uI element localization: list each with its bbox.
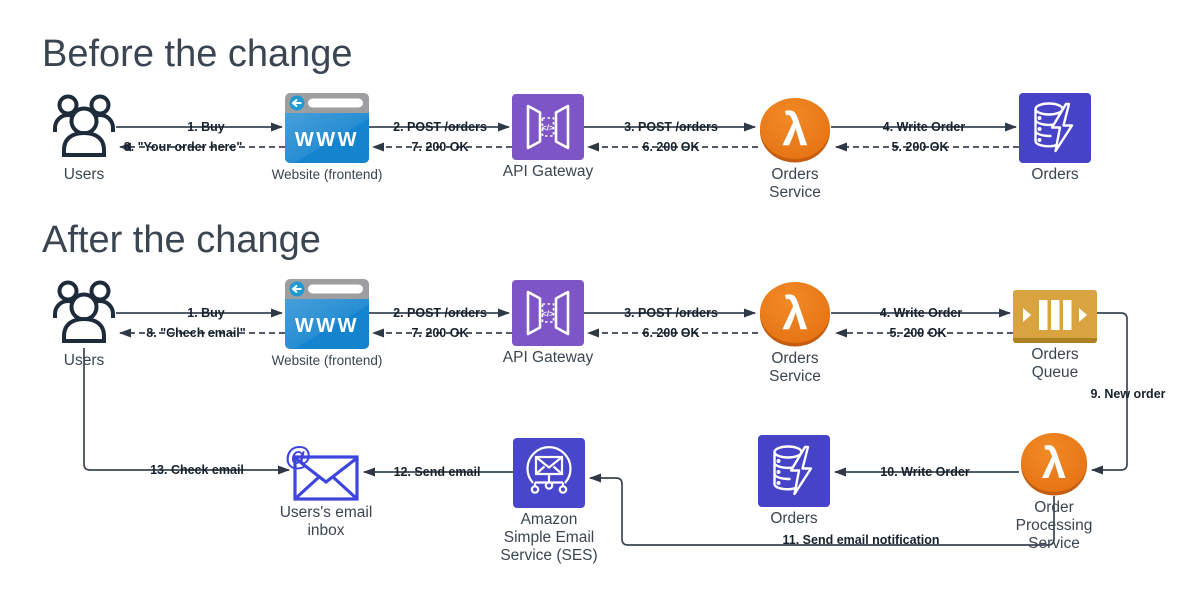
browser-icon: WWW — [285, 279, 369, 349]
node-orders-db-before: Orders — [1015, 93, 1095, 184]
node-orders-queue: Orders Queue — [1013, 290, 1097, 382]
node-api-gateway-before: </> API Gateway — [503, 94, 593, 181]
node-users-after: Users — [44, 279, 124, 370]
node-label: Orders Queue — [1031, 346, 1079, 381]
code-glyph: </> — [542, 123, 554, 133]
node-api-gateway-after: </> API Gateway — [503, 280, 593, 367]
edge-label-post-orders: 2. POST /orders — [393, 306, 487, 320]
edge-label-post-orders-3: 3. POST /orders — [624, 120, 718, 134]
edge-check-email-line — [83, 348, 290, 475]
browser-icon: WWW — [285, 93, 369, 163]
node-label: Orders Service — [769, 350, 821, 385]
node-label: Website (frontend) — [271, 167, 383, 182]
lambda-icon: λ — [760, 98, 830, 163]
node-orders-service-after: λ Orders Service — [755, 281, 835, 386]
node-label: Amazon Simple Email Service (SES) — [500, 511, 598, 564]
edge-label-200ok-7: 7. 200 OK — [411, 140, 469, 154]
edge-label-200ok-6: 6. 200 OK — [642, 140, 700, 154]
edge-label-buy: 1. Buy — [187, 306, 225, 320]
node-label: Orders Service — [769, 166, 821, 201]
edge-label-200ok-6: 6. 200 OK — [642, 326, 700, 340]
node-orders-db-after: Orders — [754, 435, 834, 528]
database-icon — [1019, 93, 1091, 163]
ses-icon — [513, 438, 585, 508]
queue-icon — [1013, 290, 1097, 343]
edge-label-order-reply: 8. "Your order here" — [123, 140, 243, 154]
lambda-glyph: λ — [1042, 439, 1066, 488]
api-gateway-icon: </> — [512, 94, 584, 160]
edge-label-post-orders-3: 3. POST /orders — [624, 306, 718, 320]
node-label: Orders — [770, 510, 818, 527]
edge-label-post-orders: 2. POST /orders — [393, 120, 487, 134]
node-label: Users's email inbox — [279, 504, 373, 539]
edge-label-check-email: 13. Check email — [150, 463, 244, 477]
edge-label-buy: 1. Buy — [187, 120, 225, 134]
users-icon — [53, 94, 115, 157]
edge-label-200ok-5: 5. 200 OK — [889, 326, 947, 340]
lambda-glyph: λ — [782, 103, 808, 155]
node-label: Website (frontend) — [271, 353, 383, 368]
node-website-before: WWW Website (frontend) — [267, 93, 387, 184]
edge-label-write-order: 4. Write Order — [882, 120, 966, 134]
section-title-after: After the change — [42, 219, 321, 261]
node-label: Users — [63, 352, 105, 369]
edge-label-write-order: 4. Write Order — [879, 306, 963, 320]
database-icon — [758, 435, 830, 507]
edge-label-send-notification: 11. Send email notification — [782, 533, 940, 547]
users-icon — [53, 280, 115, 343]
edge-label-check-reply: 8. "Chech email" — [146, 326, 246, 340]
lambda-glyph: λ — [782, 287, 808, 339]
edge-label-200ok-5: 5. 200 OK — [891, 140, 949, 154]
www-text: WWW — [295, 315, 359, 337]
api-gateway-icon: </> — [512, 280, 584, 346]
node-users-before: Users — [44, 93, 124, 184]
node-orders-service-before: λ Orders Service — [755, 97, 835, 202]
www-text: WWW — [295, 129, 359, 151]
node-label: Orders — [1031, 166, 1079, 183]
email-inbox-icon — [293, 455, 359, 501]
at-glyph: @ — [285, 441, 312, 471]
node-order-processing: λ Order Processing Service — [1014, 432, 1094, 553]
edge-label-200ok-7: 7. 200 OK — [411, 326, 469, 340]
node-email-inbox: @ Users's email inbox — [271, 441, 381, 540]
edge-send-notification-line — [589, 473, 1055, 546]
section-title-before: Before the change — [42, 33, 353, 75]
edge-label-write-order-10: 10. Write Order — [880, 465, 970, 479]
lambda-icon: λ — [1021, 433, 1087, 496]
code-glyph: </> — [542, 309, 554, 319]
node-website-after: WWW Website (frontend) — [267, 279, 387, 370]
edge-new-order-line — [1091, 312, 1128, 475]
node-label: API Gateway — [502, 163, 594, 180]
edge-label-send-email: 12. Send email — [393, 465, 481, 479]
node-label: API Gateway — [502, 349, 594, 366]
lambda-icon: λ — [760, 282, 830, 347]
node-label: Users — [63, 166, 105, 183]
node-label: Order Processing Service — [1015, 499, 1093, 552]
edge-label-new-order: 9. New order — [1090, 387, 1166, 401]
node-ses: Amazon Simple Email Service (SES) — [494, 438, 604, 565]
